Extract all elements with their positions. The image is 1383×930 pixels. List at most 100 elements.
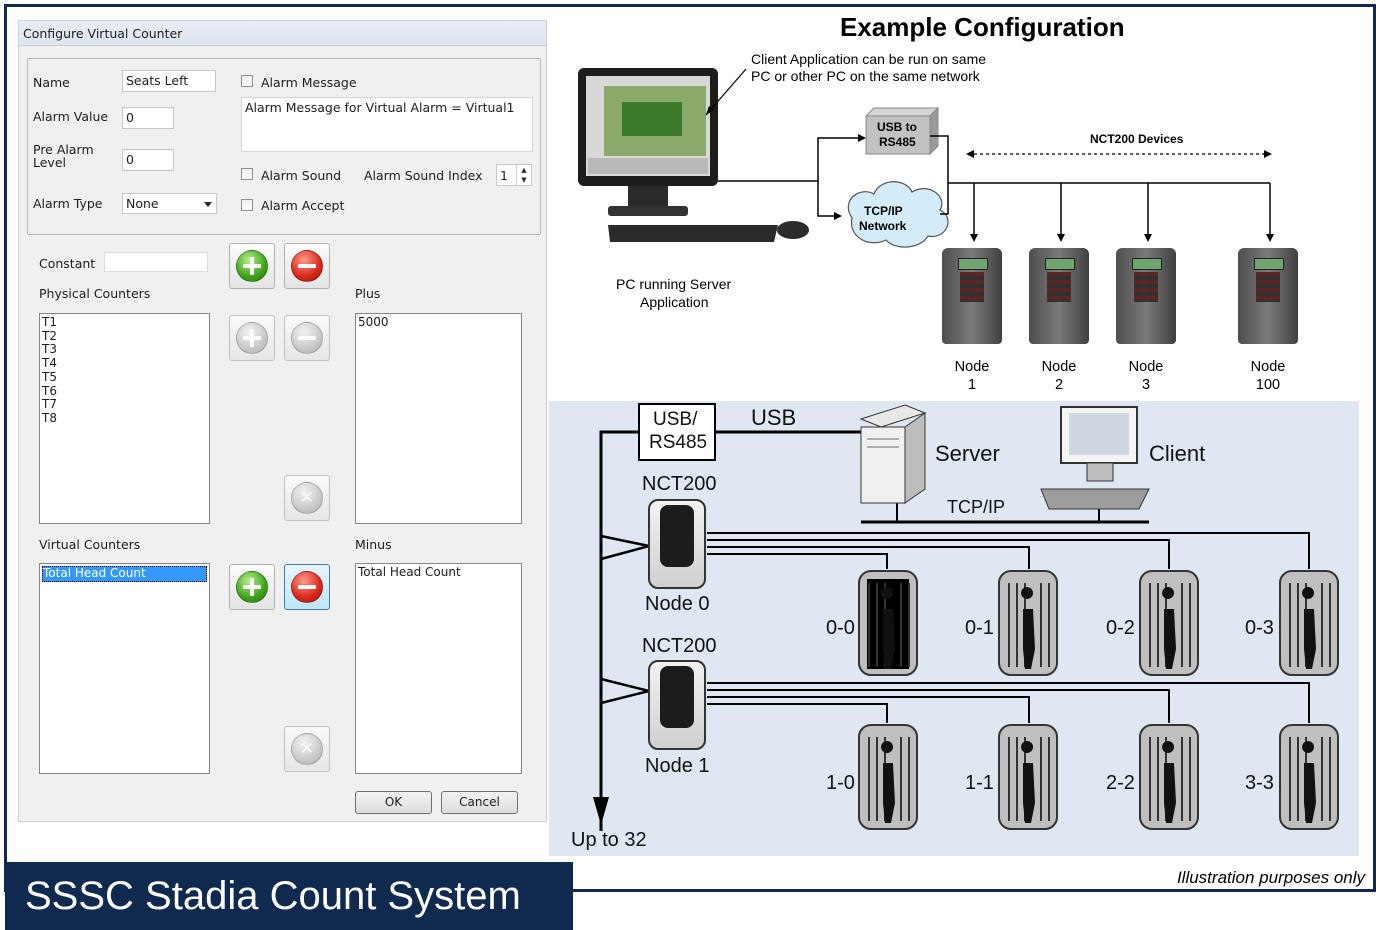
banner-title: SSSC Stadia Count System <box>25 874 521 918</box>
ok-button[interactable]: OK <box>355 791 432 814</box>
physical-counters-label: Physical Counters <box>39 286 151 301</box>
alarm-type-value: None <box>126 196 159 211</box>
plus-icon <box>236 571 268 603</box>
list-item[interactable]: 5000 <box>358 315 389 329</box>
node-label: Node 1 <box>942 358 1002 394</box>
add-physical-button[interactable] <box>229 315 275 361</box>
name-field[interactable]: Seats Left <box>122 70 216 92</box>
server-label: Server <box>935 441 1000 466</box>
pc-label-line1: PC running Server <box>616 276 732 292</box>
remove-minus-item-button[interactable]: ✕ <box>284 726 330 772</box>
list-item[interactable]: T3 <box>42 342 57 357</box>
usb-rs485-box <box>638 403 716 461</box>
list-item[interactable]: T8 <box>42 410 57 425</box>
plus-icon <box>236 322 268 354</box>
alarm-sound-index-spinner[interactable]: 1 ▲▼ <box>496 164 532 186</box>
nct200-reader-icon <box>648 660 706 750</box>
list-item[interactable]: Total Head Count <box>358 565 461 579</box>
list-item[interactable]: T6 <box>42 383 57 398</box>
dialog-title-bar[interactable]: Configure Virtual Counter <box>19 21 546 46</box>
subtract-physical-button[interactable] <box>284 315 330 361</box>
turnstile-icon <box>1139 570 1199 676</box>
constant-label: Constant <box>39 256 96 271</box>
illustration-note: Illustration purposes only <box>1176 868 1365 887</box>
alarm-type-select[interactable]: None <box>122 193 217 214</box>
turnstile-icon <box>1279 570 1339 676</box>
close-icon: ✕ <box>291 733 323 765</box>
plus-list[interactable]: 5000 <box>355 313 522 524</box>
dialog-title: Configure Virtual Counter <box>23 26 183 41</box>
alarm-message-textarea[interactable]: Alarm Message for Virtual Alarm = Virtua… <box>241 97 533 152</box>
tcpip-label: TCP/IP <box>947 497 1006 517</box>
turnstile-icon <box>858 570 918 676</box>
minus-icon <box>291 322 323 354</box>
list-item[interactable]: T2 <box>42 328 57 343</box>
node-name: Node <box>954 359 990 375</box>
turnstile-label: 1-0 <box>826 772 855 794</box>
node-name: Node <box>1250 359 1286 375</box>
plus-icon <box>236 250 268 282</box>
list-item[interactable]: T7 <box>42 397 57 412</box>
turnstile-label: 0-2 <box>1106 617 1135 639</box>
alarm-value-field[interactable]: 0 <box>122 107 174 129</box>
alarm-message-checkbox[interactable] <box>241 75 253 87</box>
server-icon <box>859 404 927 504</box>
remove-plus-item-button[interactable]: ✕ <box>284 475 330 521</box>
pre-alarm-label-line1: Pre Alarm <box>33 142 94 157</box>
turnstile-icon <box>1279 724 1339 830</box>
alarm-sound-label: Alarm Sound <box>261 168 342 183</box>
turnstile-icon <box>858 724 918 830</box>
subtract-constant-button[interactable] <box>284 243 330 289</box>
virtual-counters-label: Virtual Counters <box>39 537 141 552</box>
constant-field[interactable] <box>104 252 208 272</box>
configure-virtual-counter-dialog: Configure Virtual Counter Name Seats Lef… <box>18 20 547 822</box>
subtract-virtual-button[interactable] <box>284 564 330 610</box>
add-virtual-button[interactable] <box>229 564 275 610</box>
pc-monitor-icon <box>578 68 718 216</box>
nct200-node-device-icon <box>1238 248 1298 344</box>
node-number: 100 <box>1255 377 1281 393</box>
tcpip-cloud-icon <box>847 181 949 248</box>
pc-label-line2: Application <box>640 294 709 310</box>
client-note-line2: PC or other PC on the same network <box>751 68 980 84</box>
list-item-selected[interactable]: Total Head Count <box>42 566 207 582</box>
nct200-node-device-icon <box>1029 248 1089 344</box>
up-to-32-label: Up to 32 <box>571 829 647 851</box>
turnstile-label: 0-0 <box>826 617 855 639</box>
alarm-accept-label: Alarm Accept <box>261 198 345 213</box>
node-number: 2 <box>1054 377 1064 393</box>
title-banner: SSSC Stadia Count System <box>5 862 573 930</box>
minus-list[interactable]: Total Head Count <box>355 563 522 774</box>
cancel-button[interactable]: Cancel <box>441 791 518 814</box>
usb-rs485-label-line1: USB/ <box>653 409 698 430</box>
pre-alarm-field[interactable]: 0 <box>122 149 174 171</box>
chevron-down-icon <box>204 202 212 207</box>
usb-box-line1: USB to <box>877 120 917 134</box>
alarm-type-label: Alarm Type <box>33 196 103 211</box>
nct200-node-device-icon <box>1116 248 1176 344</box>
node-number: 3 <box>1141 377 1151 393</box>
physical-counters-list[interactable]: T1 T2 T3 T4 T5 T6 T7 T8 <box>39 313 210 524</box>
list-item[interactable]: T4 <box>42 356 57 371</box>
list-item[interactable]: T5 <box>42 369 57 384</box>
name-label: Name <box>33 75 70 90</box>
alarm-accept-checkbox[interactable] <box>241 199 253 211</box>
turnstile-label: 1-1 <box>965 772 994 794</box>
minus-icon <box>291 571 323 603</box>
turnstile-icon <box>998 570 1058 676</box>
spin-arrows-icon[interactable]: ▲▼ <box>516 165 531 185</box>
nct200-label-node0: NCT200 <box>642 473 717 495</box>
alarm-settings-group <box>27 58 541 235</box>
list-item[interactable]: T1 <box>42 315 57 329</box>
node-label: Node 100 <box>1238 358 1298 394</box>
alarm-sound-checkbox[interactable] <box>241 168 253 180</box>
node-number: 1 <box>967 377 977 393</box>
client-pc-icon <box>1040 406 1150 510</box>
virtual-counters-list[interactable]: Total Head Count <box>39 563 210 774</box>
alarm-sound-index-label: Alarm Sound Index <box>364 168 483 183</box>
tcpip-label-line1: TCP/IP <box>864 204 903 218</box>
add-constant-button[interactable] <box>229 243 275 289</box>
usb-rs485-label-line2: RS485 <box>649 432 708 453</box>
